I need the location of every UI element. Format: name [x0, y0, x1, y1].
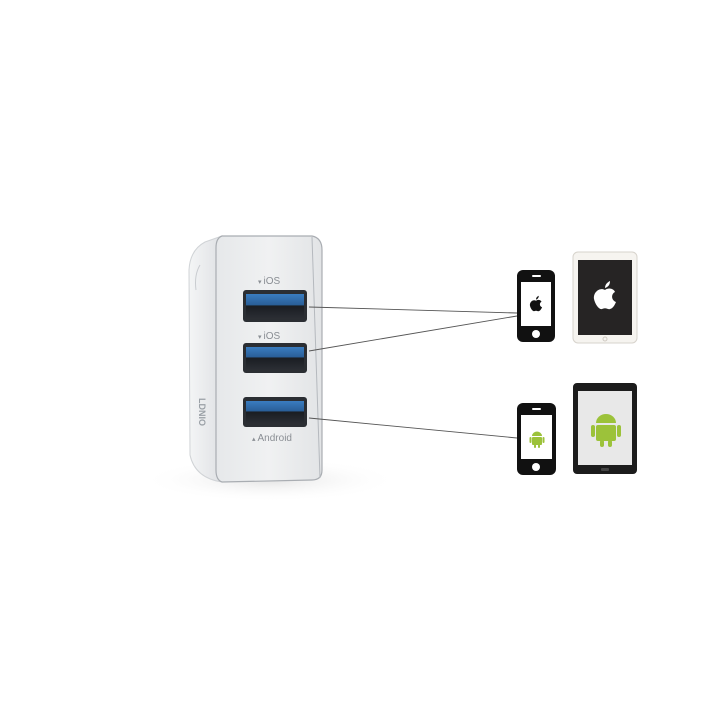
apple-tablet — [572, 251, 638, 344]
apple-icon — [593, 281, 616, 310]
usb-port-1 — [243, 290, 307, 322]
android-tablet — [573, 383, 637, 474]
brand-logo: LDNIO — [197, 398, 207, 426]
apple-phone — [517, 270, 555, 342]
android-phone — [517, 403, 556, 475]
android-icon — [529, 431, 545, 448]
charger-side — [188, 235, 223, 483]
usb-port-2 — [243, 343, 307, 373]
connection-lines — [308, 306, 518, 439]
apple-icon — [529, 295, 543, 312]
port-1-label: ▾iOS — [258, 276, 281, 287]
android-icon — [591, 414, 621, 447]
port-3-label: ▴Android — [252, 433, 292, 444]
port-2-label: ▾iOS — [258, 331, 281, 342]
usb-port-3 — [243, 397, 307, 427]
